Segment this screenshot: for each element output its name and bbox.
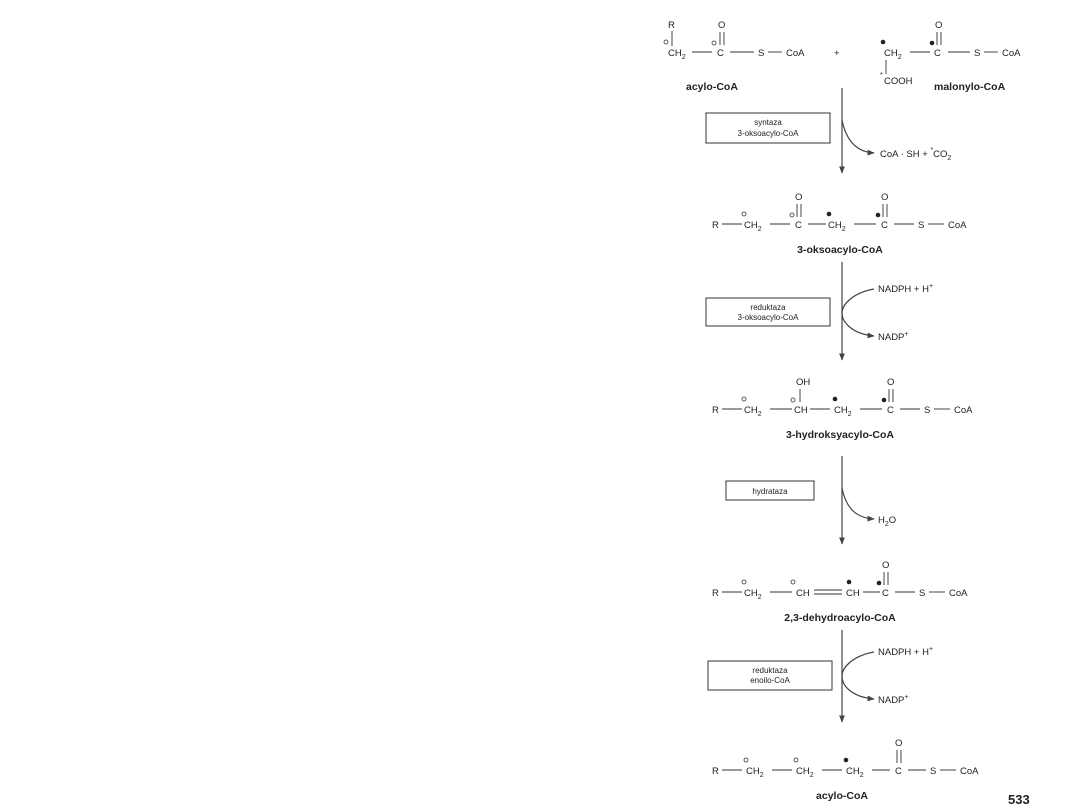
svg-text:S: S (924, 405, 930, 416)
water-output: H2O (878, 515, 896, 528)
enzyme-box-synthase (705, 112, 831, 144)
svg-text:O: O (882, 560, 889, 571)
acyl-coa-start-name: acylo-CoA (686, 81, 738, 93)
svg-text:CH2: CH2 (746, 766, 764, 779)
svg-text:S: S (930, 766, 936, 777)
svg-text:CH: CH (846, 588, 860, 599)
svg-text:R: R (712, 588, 719, 599)
svg-text:CH: CH (796, 588, 810, 599)
svg-text:R: R (712, 766, 719, 777)
svg-text:CoA: CoA (949, 588, 968, 599)
enzyme-enoyl-reductase-line2: enoilo-CoA (750, 676, 790, 685)
acyl-coa-start-structure: R CH2 O C S CoA (663, 20, 805, 61)
plus-sign: + (834, 48, 840, 59)
sulfur-label: S (758, 48, 764, 59)
cooh-group: COOH (884, 76, 913, 87)
enzyme-reductase-line2: 3-oksoacylo-CoA (738, 313, 800, 322)
oxoacyl-coa-name: 3-oksoacylo-CoA (797, 244, 883, 256)
svg-text:CH2: CH2 (744, 405, 762, 418)
ch2-group: CH2 (884, 48, 902, 61)
svg-text:C: C (887, 405, 894, 416)
svg-text:CH2: CH2 (846, 766, 864, 779)
svg-text:O: O (887, 377, 894, 388)
malonyl-coa-structure: CH2 O C S CoA * COOH (880, 20, 1021, 87)
malonyl-coa-name: malonylo-CoA (934, 81, 1006, 93)
svg-text:C: C (882, 588, 889, 599)
svg-text:R: R (712, 220, 719, 231)
nadp-output: NADP+ (878, 331, 909, 343)
nadp-output-2: NADP+ (878, 694, 909, 706)
svg-text:CoA: CoA (948, 220, 967, 231)
side-arrow-nadph (841, 288, 875, 339)
nadph-h-input-2: NADPH + H+ (878, 646, 933, 658)
side-arrow-co2 (841, 119, 875, 156)
oxygen-label: O (935, 20, 942, 31)
svg-text:CH2: CH2 (744, 588, 762, 601)
side-arrow-nadph-2 (841, 651, 875, 702)
sulfur-label: S (974, 48, 980, 59)
hydroxyacyl-coa-name: 3-hydroksyacylo-CoA (786, 429, 894, 441)
svg-text:O: O (795, 192, 802, 203)
label-star: * (880, 72, 883, 79)
svg-text:OH: OH (796, 377, 810, 388)
svg-text:CH2: CH2 (796, 766, 814, 779)
oxoacyl-coa-structure: R CH2 O C CH2 O C S CoA (712, 192, 967, 233)
svg-text:CoA: CoA (960, 766, 979, 777)
svg-text:R: R (712, 405, 719, 416)
coa-label: CoA (786, 48, 805, 59)
svg-text:S: S (919, 588, 925, 599)
acyl-coa-product-name: acylo-CoA (816, 790, 868, 802)
enzyme-box-hydratase (725, 480, 815, 501)
enzyme-enoyl-reductase-line1: reduktaza (752, 666, 788, 675)
coa-sh-co2-products: CoA · SH + *CO2 (880, 147, 951, 162)
nadph-h-input: NADPH + H+ (878, 283, 933, 295)
acyl-coa-product-structure: R CH2 CH2 CH2 O C S CoA (712, 738, 979, 779)
svg-text:CoA: CoA (954, 405, 973, 416)
enzyme-reductase-line1: reduktaza (750, 303, 786, 312)
enzyme-box-enoyl-reductase (707, 660, 833, 691)
r-group-label: R (668, 20, 675, 31)
svg-text:CH2: CH2 (828, 220, 846, 233)
oxygen-label: O (718, 20, 725, 31)
carbonyl-carbon: C (717, 48, 724, 59)
enzyme-synthase-line2: 3-oksoacylo-CoA (738, 129, 800, 138)
svg-text:S: S (918, 220, 924, 231)
dehydroacyl-coa-name: 2,3-dehydroacylo-CoA (784, 612, 896, 624)
enzyme-hydratase: hydrataza (752, 487, 788, 496)
svg-text:O: O (895, 738, 902, 749)
side-arrow-water (841, 487, 875, 522)
page-number: 533 (1008, 792, 1030, 807)
carbonyl-carbon: C (934, 48, 941, 59)
hydroxyacyl-coa-structure: R CH2 OH CH CH2 O C S CoA (712, 377, 973, 418)
dehydroacyl-coa-structure: R CH2 CH CH O C S CoA (712, 560, 968, 601)
enzyme-synthase-line1: syntaza (754, 118, 782, 127)
enzyme-box-oxoacyl-reductase (705, 297, 831, 327)
svg-text:CH2: CH2 (744, 220, 762, 233)
svg-text:CH2: CH2 (834, 405, 852, 418)
svg-text:O: O (881, 192, 888, 203)
svg-text:C: C (795, 220, 802, 231)
svg-text:CH: CH (794, 405, 808, 416)
ch2-group: CH2 (668, 48, 686, 61)
svg-text:C: C (895, 766, 902, 777)
coa-label: CoA (1002, 48, 1021, 59)
svg-text:C: C (881, 220, 888, 231)
